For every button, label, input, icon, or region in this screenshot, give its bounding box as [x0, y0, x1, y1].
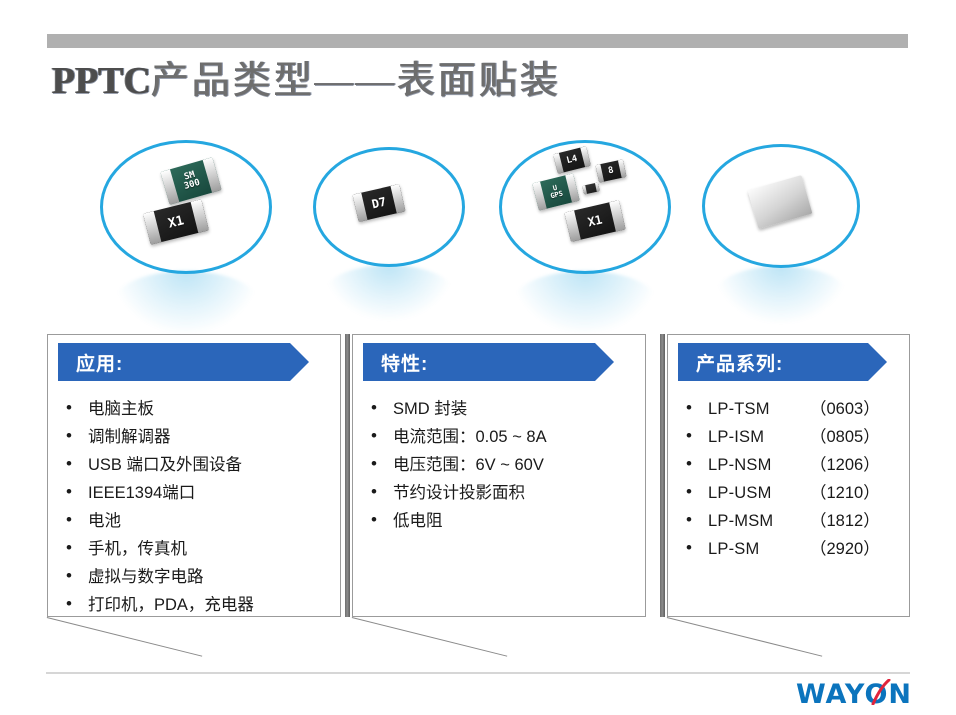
- page-title-cjk: 产品类型——表面贴装: [151, 60, 562, 102]
- panel-series-skew: [666, 617, 823, 657]
- list-item: LP-USM （1210）: [682, 480, 909, 505]
- panel-header-series: 产品系列:: [678, 343, 887, 381]
- list-item: 调制解调器: [62, 424, 340, 449]
- series-size: （1812）: [810, 512, 880, 530]
- applications-list: 电脑主板 调制解调器 USB 端口及外围设备 IEEE1394端口 电池 手机，…: [48, 396, 340, 617]
- wayon-logo: WAYON: [795, 679, 912, 710]
- logo-text-way: WAY: [795, 679, 865, 710]
- panel-header-applications: 应用:: [58, 343, 309, 381]
- oval-reflection-2: [325, 264, 453, 320]
- list-item: USB 端口及外围设备: [62, 452, 340, 477]
- oval-outline-1: [100, 140, 272, 274]
- panel-applications-skew: [46, 617, 203, 657]
- panel-header-label-series: 产品系列:: [696, 353, 784, 375]
- oval-outline-4: [702, 144, 860, 268]
- list-item: LP-SM （2920）: [682, 536, 909, 561]
- panel-header-label-applications: 应用:: [76, 353, 124, 375]
- logo-text-on: ON: [864, 679, 912, 710]
- oval-outline-3: [499, 140, 671, 274]
- list-item: 电压范围：6V ~ 60V: [367, 452, 645, 477]
- list-item: LP-MSM （1812）: [682, 508, 909, 533]
- panel-header-label-features: 特性:: [381, 353, 429, 375]
- list-item: 打印机，PDA，充电器: [62, 592, 340, 617]
- title-accent-bar: [47, 34, 908, 48]
- oval-reflection-4: [714, 265, 848, 323]
- page-title: PPTC产品类型——表面贴装: [52, 58, 561, 104]
- list-item: 电池: [62, 508, 340, 533]
- features-list: SMD 封装 电流范围：0.05 ~ 8A 电压范围：6V ~ 60V 节约设计…: [353, 396, 645, 533]
- list-item: IEEE1394端口: [62, 480, 340, 505]
- series-size: （2920）: [810, 540, 880, 558]
- series-size: （0805）: [810, 428, 880, 446]
- list-item: LP-TSM （0603）: [682, 396, 909, 421]
- list-item: 节约设计投影面积: [367, 480, 645, 505]
- chevron-right-icon: [595, 343, 614, 381]
- panel-features-side-bar: [345, 334, 350, 617]
- list-item: LP-ISM （0805）: [682, 424, 909, 449]
- panel-series: 产品系列: LP-TSM （0603） LP-ISM （0805） LP-NSM （1…: [667, 334, 910, 617]
- list-item: 电脑主板: [62, 396, 340, 421]
- panel-features: 特性: SMD 封装 电流范围：0.05 ~ 8A 电压范围：6V ~ 60V …: [352, 334, 646, 617]
- oval-outline-2: [313, 147, 465, 267]
- chevron-right-icon: [290, 343, 309, 381]
- series-size: （1206）: [810, 456, 880, 474]
- series-name: LP-USM: [708, 484, 772, 502]
- series-name: LP-MSM: [708, 512, 774, 530]
- series-name: LP-TSM: [708, 400, 770, 418]
- list-item: 电流范围：0.05 ~ 8A: [367, 424, 645, 449]
- list-item: 手机，传真机: [62, 536, 340, 561]
- list-item: 低电阻: [367, 508, 645, 533]
- series-list: LP-TSM （0603） LP-ISM （0805） LP-NSM （1206） L…: [668, 396, 909, 561]
- list-item: SMD 封装: [367, 396, 645, 421]
- photo-group-2: D7: [313, 147, 465, 320]
- panel-applications: 应用: 电脑主板 调制解调器 USB 端口及外围设备 IEEE1394端口 电池…: [47, 334, 341, 617]
- page-title-latin: PPTC: [52, 60, 152, 102]
- series-name: LP-ISM: [708, 428, 765, 446]
- series-name: LP-NSM: [708, 456, 772, 474]
- panel-header-features: 特性:: [363, 343, 614, 381]
- panel-features-skew: [351, 617, 508, 657]
- panel-series-side-bar: [660, 334, 665, 617]
- photo-group-4: [702, 144, 860, 323]
- footer-divider: [46, 672, 910, 674]
- list-item: 虚拟与数字电路: [62, 564, 340, 589]
- series-name: LP-SM: [708, 540, 760, 558]
- oval-reflection-1: [113, 271, 259, 333]
- series-size: （0603）: [810, 400, 880, 418]
- list-item: LP-NSM （1206）: [682, 452, 909, 477]
- oval-reflection-3: [512, 271, 658, 333]
- chevron-right-icon: [868, 343, 887, 381]
- series-size: （1210）: [810, 484, 880, 502]
